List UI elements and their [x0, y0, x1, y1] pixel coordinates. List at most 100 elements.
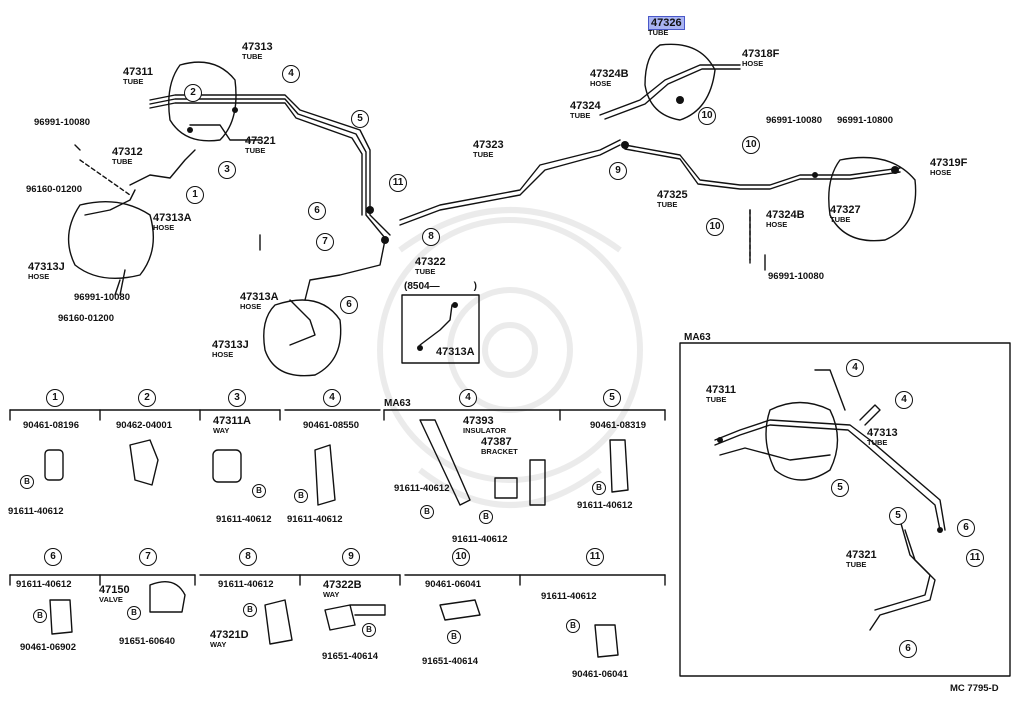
part-number-label: 91651-40614	[422, 656, 478, 667]
part-number-label: 90462-04001	[116, 420, 172, 431]
part-number-label: 91651-40614	[322, 651, 378, 662]
part-number-label: 90461-06041	[572, 669, 628, 680]
section-11-header: 11	[586, 548, 604, 566]
tube-47321	[189, 124, 261, 141]
callout-6b: 6	[340, 296, 358, 314]
inset-callout-6b: 6	[899, 640, 917, 658]
part-number-label: 91611-40612	[541, 591, 597, 602]
part-desc: TUBE	[242, 52, 263, 61]
part-number-label: 96160-01200	[26, 184, 82, 195]
bolt-marker: B	[362, 623, 376, 637]
bolt-marker: B	[252, 484, 266, 498]
bolt-marker: B	[294, 489, 308, 503]
part-desc: HOSE	[28, 272, 50, 281]
bolt-marker: B	[420, 505, 434, 519]
part-desc: HOSE	[153, 223, 175, 232]
callout-10b: 10	[742, 136, 760, 154]
part-desc: WAY	[323, 590, 340, 599]
callout-6: 6	[308, 202, 326, 220]
bracket-box	[401, 294, 480, 364]
part-number: 47318F	[742, 48, 780, 60]
watermark-emblem	[377, 207, 643, 508]
part-desc: HOSE	[240, 302, 262, 311]
part-number-label: 96160-01200	[58, 313, 114, 324]
wheel-outline-right	[828, 156, 917, 242]
part-desc: TUBE	[570, 111, 591, 120]
part-number: 47323	[473, 139, 504, 151]
part-number-label: 96991-10080	[74, 292, 130, 303]
part-number: 47321D	[210, 629, 249, 641]
part-number: 47327	[830, 204, 861, 216]
part-number-label: 91611-40612	[287, 514, 343, 525]
callout-10a: 10	[698, 107, 716, 125]
part-number: 47319F	[930, 157, 968, 169]
tube-47322	[304, 239, 386, 301]
part-number: 47313A	[436, 346, 475, 358]
bolt-marker: B	[33, 609, 47, 623]
part-number: 47325	[657, 189, 688, 201]
part-desc: HOSE	[930, 168, 952, 177]
part-desc: TUBE	[867, 438, 888, 447]
part-desc: TUBE	[657, 200, 678, 209]
inset-callout-11: 11	[966, 549, 984, 567]
part-desc: TUBE	[648, 28, 669, 37]
callout-10c: 10	[706, 218, 724, 236]
part-desc: TUBE	[846, 560, 867, 569]
inset-frame	[679, 342, 1011, 677]
tube-47323	[399, 139, 621, 221]
bolt-marker: B	[20, 475, 34, 489]
part-number-label: 91611-40612	[394, 483, 450, 494]
callout-5: 5	[351, 110, 369, 128]
part-number: 47387	[481, 436, 512, 448]
part-number-label: 91611-40612	[16, 579, 72, 590]
part-number: 47312	[112, 146, 143, 158]
diagram-code: MC 7795-D	[950, 683, 999, 694]
section-8-header: 8	[239, 548, 257, 566]
part-number: 47150	[99, 584, 130, 596]
inset-callout-5a: 5	[831, 479, 849, 497]
section-10-header: 10	[452, 548, 470, 566]
part-desc: TUBE	[830, 215, 851, 224]
part-desc: TUBE	[112, 157, 133, 166]
callout-3: 3	[218, 161, 236, 179]
part-number: 47326	[648, 16, 685, 30]
part-number: 47313	[867, 427, 898, 439]
callout-8: 8	[422, 228, 440, 246]
wheel-outline-top-left	[168, 61, 237, 142]
part-number-label: 96991-10800	[837, 115, 893, 126]
section-ma63-label: MA63	[384, 398, 411, 409]
inset-label: MA63	[684, 332, 711, 343]
part-number-label: 91611-40612	[8, 506, 64, 517]
part-number: 47322B	[323, 579, 362, 591]
part-number-label: 90461-08550	[303, 420, 359, 431]
part-number-label: 91651-60640	[119, 636, 175, 647]
part-desc: HOSE	[590, 79, 612, 88]
part-desc: TUBE	[706, 395, 727, 404]
part-desc: WAY	[213, 426, 230, 435]
part-number: 47313	[242, 41, 273, 53]
bolt-marker: B	[127, 606, 141, 620]
tube-47325	[624, 144, 901, 186]
part-number-label: 96991-10080	[766, 115, 822, 126]
part-desc: TUBE	[123, 77, 144, 86]
part-desc: INSULATOR	[463, 426, 507, 435]
part-number-label: 91611-40612	[218, 579, 274, 590]
inset-callout-4a: 4	[846, 359, 864, 377]
part-number: 47393	[463, 415, 494, 427]
